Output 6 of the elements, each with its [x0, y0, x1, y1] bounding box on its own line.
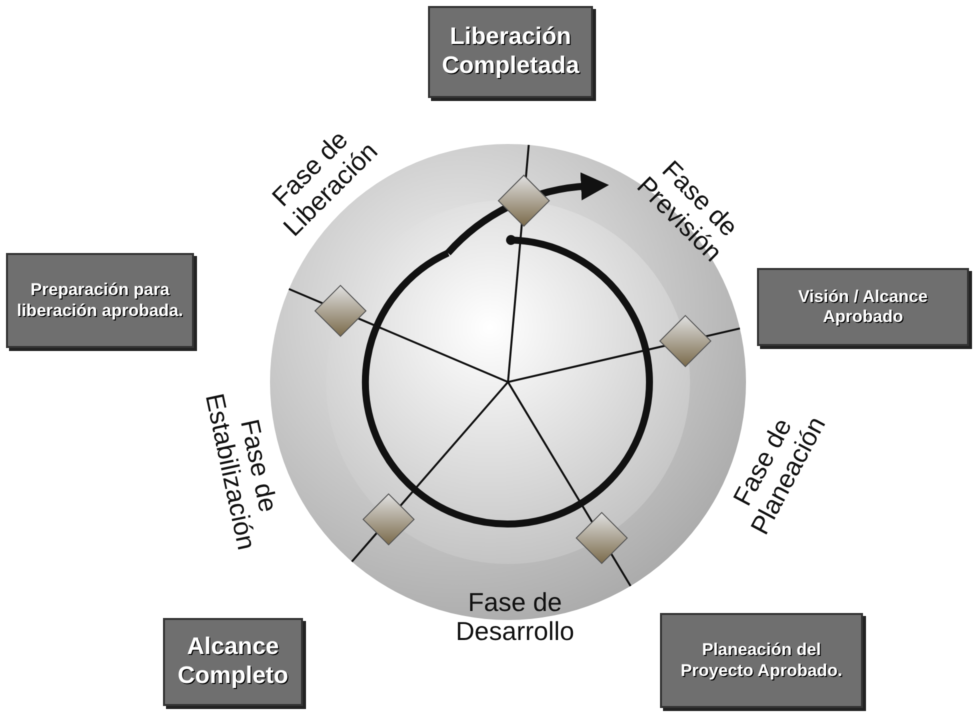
milestone-box: Planeación del Proyecto Aprobado. — [660, 613, 863, 708]
milestone-box: Liberación Completada — [428, 6, 593, 98]
milestone-box: Visión / Alcance Aprobado — [757, 268, 969, 346]
phase-label: Fase de Desarrollo — [454, 588, 576, 646]
milestone-box: Alcance Completo — [163, 618, 303, 706]
milestone-box: Preparación para liberación aprobada. — [6, 253, 194, 348]
